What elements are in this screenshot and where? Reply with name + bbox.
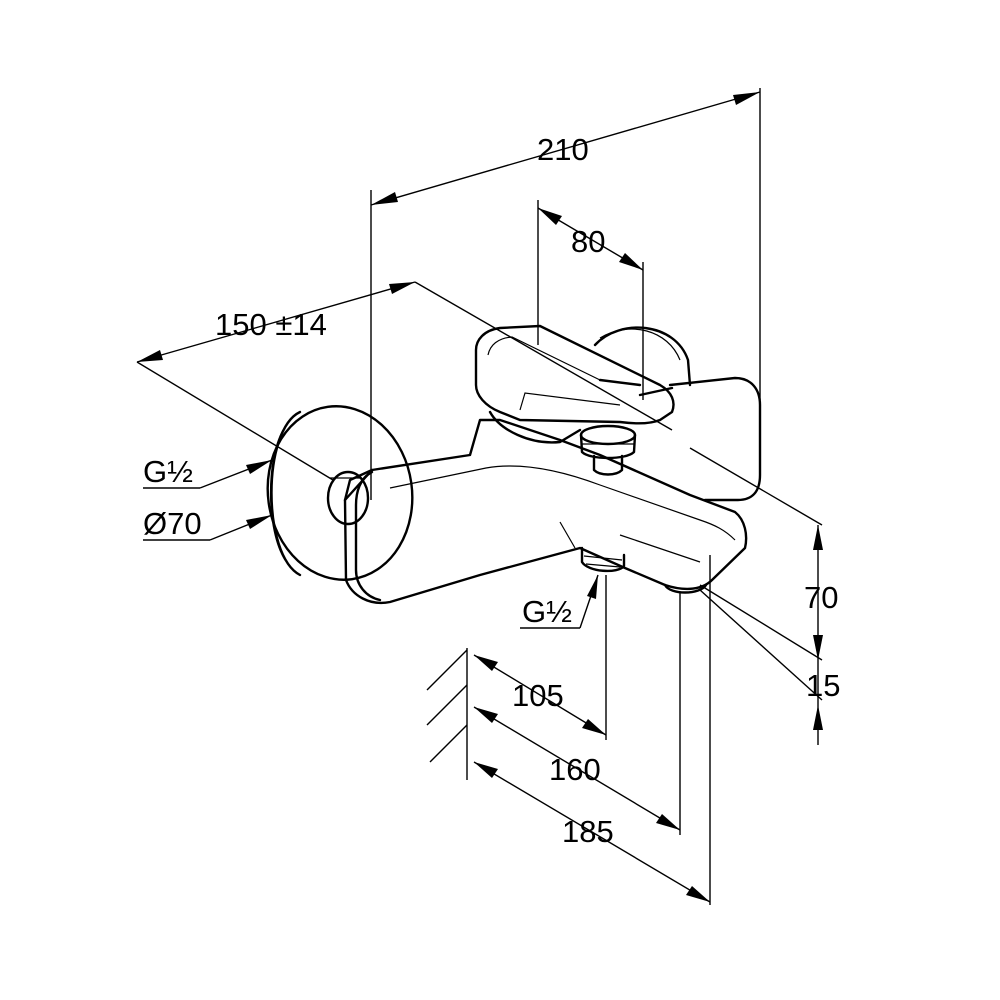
dimension-labels: 210 80 150 ±14 G½ Ø70 G½ 70 15 105 160 1… — [143, 132, 840, 849]
dimension-lines — [136, 88, 823, 905]
body-main — [343, 418, 748, 605]
rosette-diameter-label: Ø70 — [143, 506, 202, 541]
dim-105-label: 105 — [512, 678, 564, 713]
handle-lever — [474, 324, 675, 444]
dim-150-label: 150 ±14 — [215, 307, 327, 342]
dim-70-label: 70 — [804, 580, 838, 615]
dim-80-label: 80 — [571, 224, 605, 259]
inlet-thread-label: G½ — [143, 454, 193, 489]
faucet-drawing — [266, 324, 762, 605]
back-rosette — [593, 326, 692, 387]
dim-160-label: 160 — [549, 752, 601, 787]
dim-185-label: 185 — [562, 814, 614, 849]
dim-15-label: 15 — [806, 668, 840, 703]
wall-rosette — [266, 405, 414, 581]
handle-cartridge — [579, 424, 637, 476]
outlet-nipple — [580, 546, 626, 573]
outlet-thread-label: G½ — [522, 594, 572, 629]
dim-210-label: 210 — [537, 132, 589, 167]
